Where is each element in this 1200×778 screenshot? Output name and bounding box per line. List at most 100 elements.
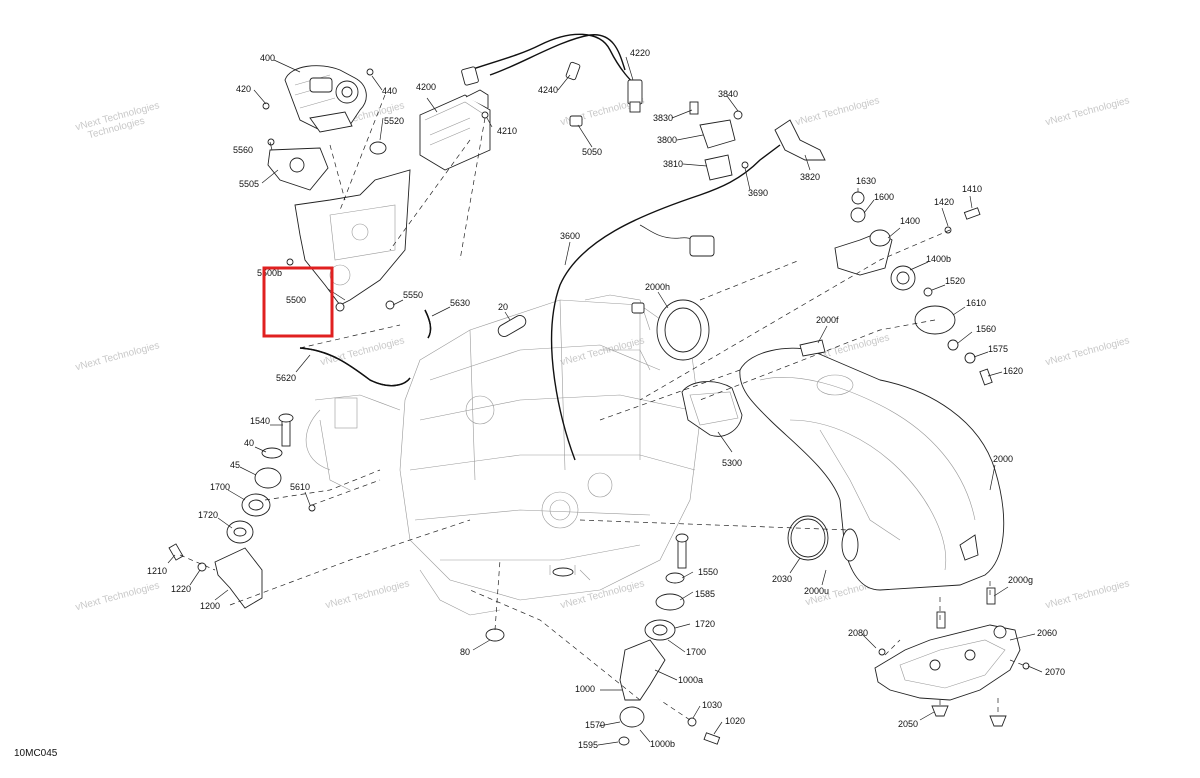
callout-1030: 1030 bbox=[702, 700, 722, 710]
callout-2080: 2080 bbox=[848, 628, 868, 638]
callout-5610: 5610 bbox=[290, 482, 310, 492]
callout-5505: 5505 bbox=[239, 179, 259, 189]
diagram-code: 10MC045 bbox=[14, 748, 58, 759]
spacer bbox=[497, 315, 527, 337]
watermark: vNext Technologies bbox=[74, 340, 160, 373]
callout-1000: 1000 bbox=[575, 684, 595, 694]
throttle-position-bracket bbox=[689, 101, 826, 181]
starter-motor bbox=[284, 65, 367, 133]
callout-1400b: 1400b bbox=[926, 254, 951, 264]
callout-3830: 3830 bbox=[653, 113, 673, 123]
leader-lines bbox=[167, 56, 1043, 746]
callout-5500b: 5500b bbox=[257, 268, 282, 278]
callout-5620: 5620 bbox=[276, 373, 296, 383]
watermark: vNext Technologies bbox=[559, 335, 645, 368]
callout-4240: 4240 bbox=[538, 85, 558, 95]
callout-1000a: 1000a bbox=[678, 675, 703, 685]
callout-1220: 1220 bbox=[171, 584, 191, 594]
callout-1630: 1630 bbox=[856, 176, 876, 186]
throttle-cable bbox=[550, 144, 781, 461]
callout-3600: 3600 bbox=[560, 231, 580, 241]
engine-mount-bottom bbox=[485, 533, 721, 746]
callout-4200: 4200 bbox=[416, 82, 436, 92]
callout-labels: 400 420 440 4200 5520 4210 4220 4240 556… bbox=[147, 48, 1065, 750]
watermark: vNext Technologies bbox=[1044, 335, 1130, 368]
callout-45: 45 bbox=[230, 460, 240, 470]
callout-2070: 2070 bbox=[1045, 667, 1065, 677]
engine-mount-left bbox=[168, 413, 316, 609]
callout-2030: 2030 bbox=[772, 574, 792, 584]
intake-boot bbox=[656, 299, 710, 361]
callout-3840: 3840 bbox=[718, 89, 738, 99]
callout-1700-bottom: 1700 bbox=[686, 647, 706, 657]
coolant-hose bbox=[299, 309, 432, 387]
callout-5300: 5300 bbox=[722, 458, 742, 468]
callout-1020: 1020 bbox=[725, 716, 745, 726]
callout-80: 80 bbox=[460, 647, 470, 657]
callout-1400: 1400 bbox=[900, 216, 920, 226]
callout-2000: 2000 bbox=[993, 454, 1013, 464]
callout-1550: 1550 bbox=[698, 567, 718, 577]
callout-1595: 1595 bbox=[578, 740, 598, 750]
callout-1575: 1575 bbox=[988, 344, 1008, 354]
watermark: vNext Technologies bbox=[74, 580, 160, 613]
callout-4220: 4220 bbox=[630, 48, 650, 58]
callout-1520: 1520 bbox=[945, 276, 965, 286]
watermark: vNext Technologies bbox=[1044, 578, 1130, 611]
engine-block bbox=[305, 294, 701, 616]
air-seal bbox=[681, 381, 743, 437]
electronic-module bbox=[419, 89, 491, 171]
engine-mount-right bbox=[834, 191, 993, 386]
callout-2060: 2060 bbox=[1037, 628, 1057, 638]
callout-5500: 5500 bbox=[286, 295, 306, 305]
callout-5630: 5630 bbox=[450, 298, 470, 308]
callout-2000u: 2000u bbox=[804, 586, 829, 596]
callout-5560: 5560 bbox=[233, 145, 253, 155]
callout-1540: 1540 bbox=[250, 416, 270, 426]
small-parts bbox=[262, 68, 645, 314]
callout-1410: 1410 bbox=[962, 184, 982, 194]
airbox-base-plate bbox=[874, 587, 1030, 727]
callout-1585: 1585 bbox=[695, 589, 715, 599]
callout-3820: 3820 bbox=[800, 172, 820, 182]
callout-2050: 2050 bbox=[898, 719, 918, 729]
airbox bbox=[739, 339, 1005, 591]
callout-3690: 3690 bbox=[748, 188, 768, 198]
wiring-harness bbox=[461, 33, 643, 127]
callout-1420: 1420 bbox=[934, 197, 954, 207]
callout-1210: 1210 bbox=[147, 566, 167, 576]
callout-5050: 5050 bbox=[582, 147, 602, 157]
callout-2000h: 2000h bbox=[645, 282, 670, 292]
callout-440: 440 bbox=[382, 86, 397, 96]
mounting-bracket bbox=[267, 147, 411, 306]
watermark: vNext Technologies bbox=[1044, 95, 1130, 128]
callout-1620: 1620 bbox=[1003, 366, 1023, 376]
callout-1610: 1610 bbox=[966, 298, 986, 308]
callout-3800: 3800 bbox=[657, 135, 677, 145]
callout-1560: 1560 bbox=[976, 324, 996, 334]
assembly-lines bbox=[179, 94, 1024, 721]
watermark: vNext Technologies bbox=[319, 335, 405, 368]
watermark: vNext Technologies bbox=[559, 578, 645, 611]
callout-1000b: 1000b bbox=[650, 739, 675, 749]
callout-400: 400 bbox=[260, 53, 275, 63]
callout-1600: 1600 bbox=[874, 192, 894, 202]
callout-3810: 3810 bbox=[663, 159, 683, 169]
callout-40: 40 bbox=[244, 438, 254, 448]
callout-2000f: 2000f bbox=[816, 315, 839, 325]
callout-2000g: 2000g bbox=[1008, 575, 1033, 585]
callout-420: 420 bbox=[236, 84, 251, 94]
callout-20: 20 bbox=[498, 302, 508, 312]
callout-1200: 1200 bbox=[200, 601, 220, 611]
callout-5550: 5550 bbox=[403, 290, 423, 300]
hose-clamp bbox=[787, 515, 829, 561]
watermark: vNext Technologies bbox=[324, 578, 410, 611]
highlight-box bbox=[262, 266, 334, 338]
callout-1700-left: 1700 bbox=[210, 482, 230, 492]
callout-1720-bottom: 1720 bbox=[695, 619, 715, 629]
callout-4210: 4210 bbox=[497, 126, 517, 136]
callout-5520: 5520 bbox=[384, 116, 404, 126]
callout-1720-left: 1720 bbox=[198, 510, 218, 520]
watermark: vNext Technologies bbox=[794, 95, 880, 128]
